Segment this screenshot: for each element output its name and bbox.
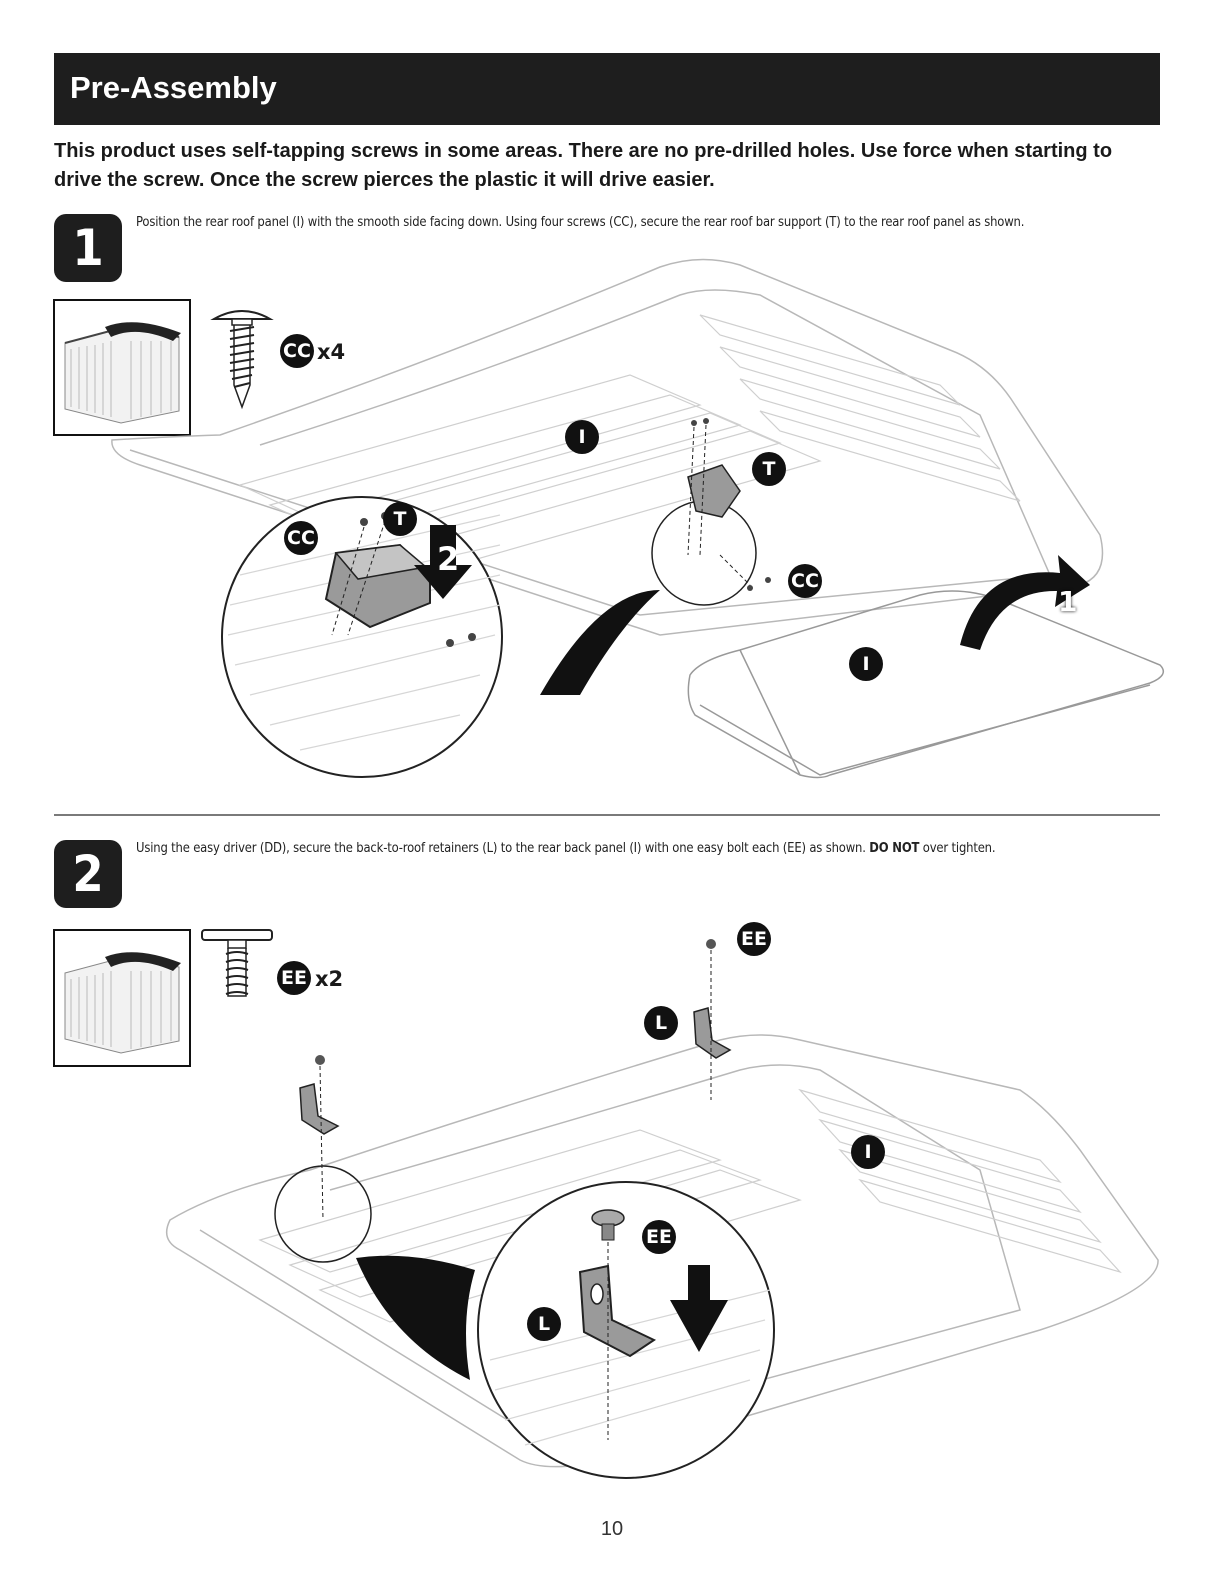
callout-retainer-l: L — [644, 1006, 678, 1040]
callout-screw-cc: CC — [788, 564, 822, 598]
bolt-ee-icon — [201, 929, 273, 997]
callout-retainer-l-zoom: L — [527, 1307, 561, 1341]
step-1-badge: 1 — [54, 214, 122, 282]
callout-panel-i: I — [565, 420, 599, 454]
shed-thumbnail-2 — [53, 929, 191, 1067]
step-2-instruction: Using the easy driver (DD), secure the b… — [136, 840, 996, 856]
part-cc-quantity: x4 — [317, 340, 346, 364]
callout-panel-i-2: I — [851, 1135, 885, 1169]
shed-icon — [64, 322, 181, 424]
section-header: Pre-Assembly — [54, 53, 1160, 125]
callout-support-t-zoom: T — [383, 502, 417, 536]
callout-ee-part: EE — [277, 961, 311, 995]
step-2-badge: 2 — [54, 840, 122, 908]
step-2-instruction-text: Using the easy driver (DD), secure the b… — [136, 840, 870, 856]
step-1-instruction: Position the rear roof panel (I) with th… — [136, 214, 1025, 230]
arrow-step-2-label: 2 — [437, 540, 460, 578]
callout-bolt-ee-zoom: EE — [642, 1220, 676, 1254]
step-divider — [54, 814, 1160, 816]
step-2-warning: DO NOT — [869, 840, 920, 856]
step-2-instruction-end: over tighten. — [919, 840, 996, 856]
callout-cc-part: CC — [280, 334, 314, 368]
arrow-step-1-label: 1 — [1058, 585, 1078, 618]
step-1-illustration — [111, 258, 1165, 779]
callout-support-t: T — [752, 452, 786, 486]
screw-cc-icon — [210, 310, 274, 410]
part-ee-quantity: x2 — [315, 967, 344, 991]
intro-paragraph: This product uses self-tapping screws in… — [54, 140, 1113, 191]
page-number: 10 — [600, 1518, 624, 1540]
callout-bolt-ee: EE — [737, 922, 771, 956]
step-2-illustration — [165, 939, 1159, 1479]
shed-icon — [64, 952, 181, 1054]
callout-panel-i-flip: I — [849, 647, 883, 681]
section-title: Pre-Assembly — [70, 70, 277, 105]
callout-screw-cc-zoom: CC — [284, 521, 318, 555]
shed-thumbnail-1 — [53, 299, 191, 436]
